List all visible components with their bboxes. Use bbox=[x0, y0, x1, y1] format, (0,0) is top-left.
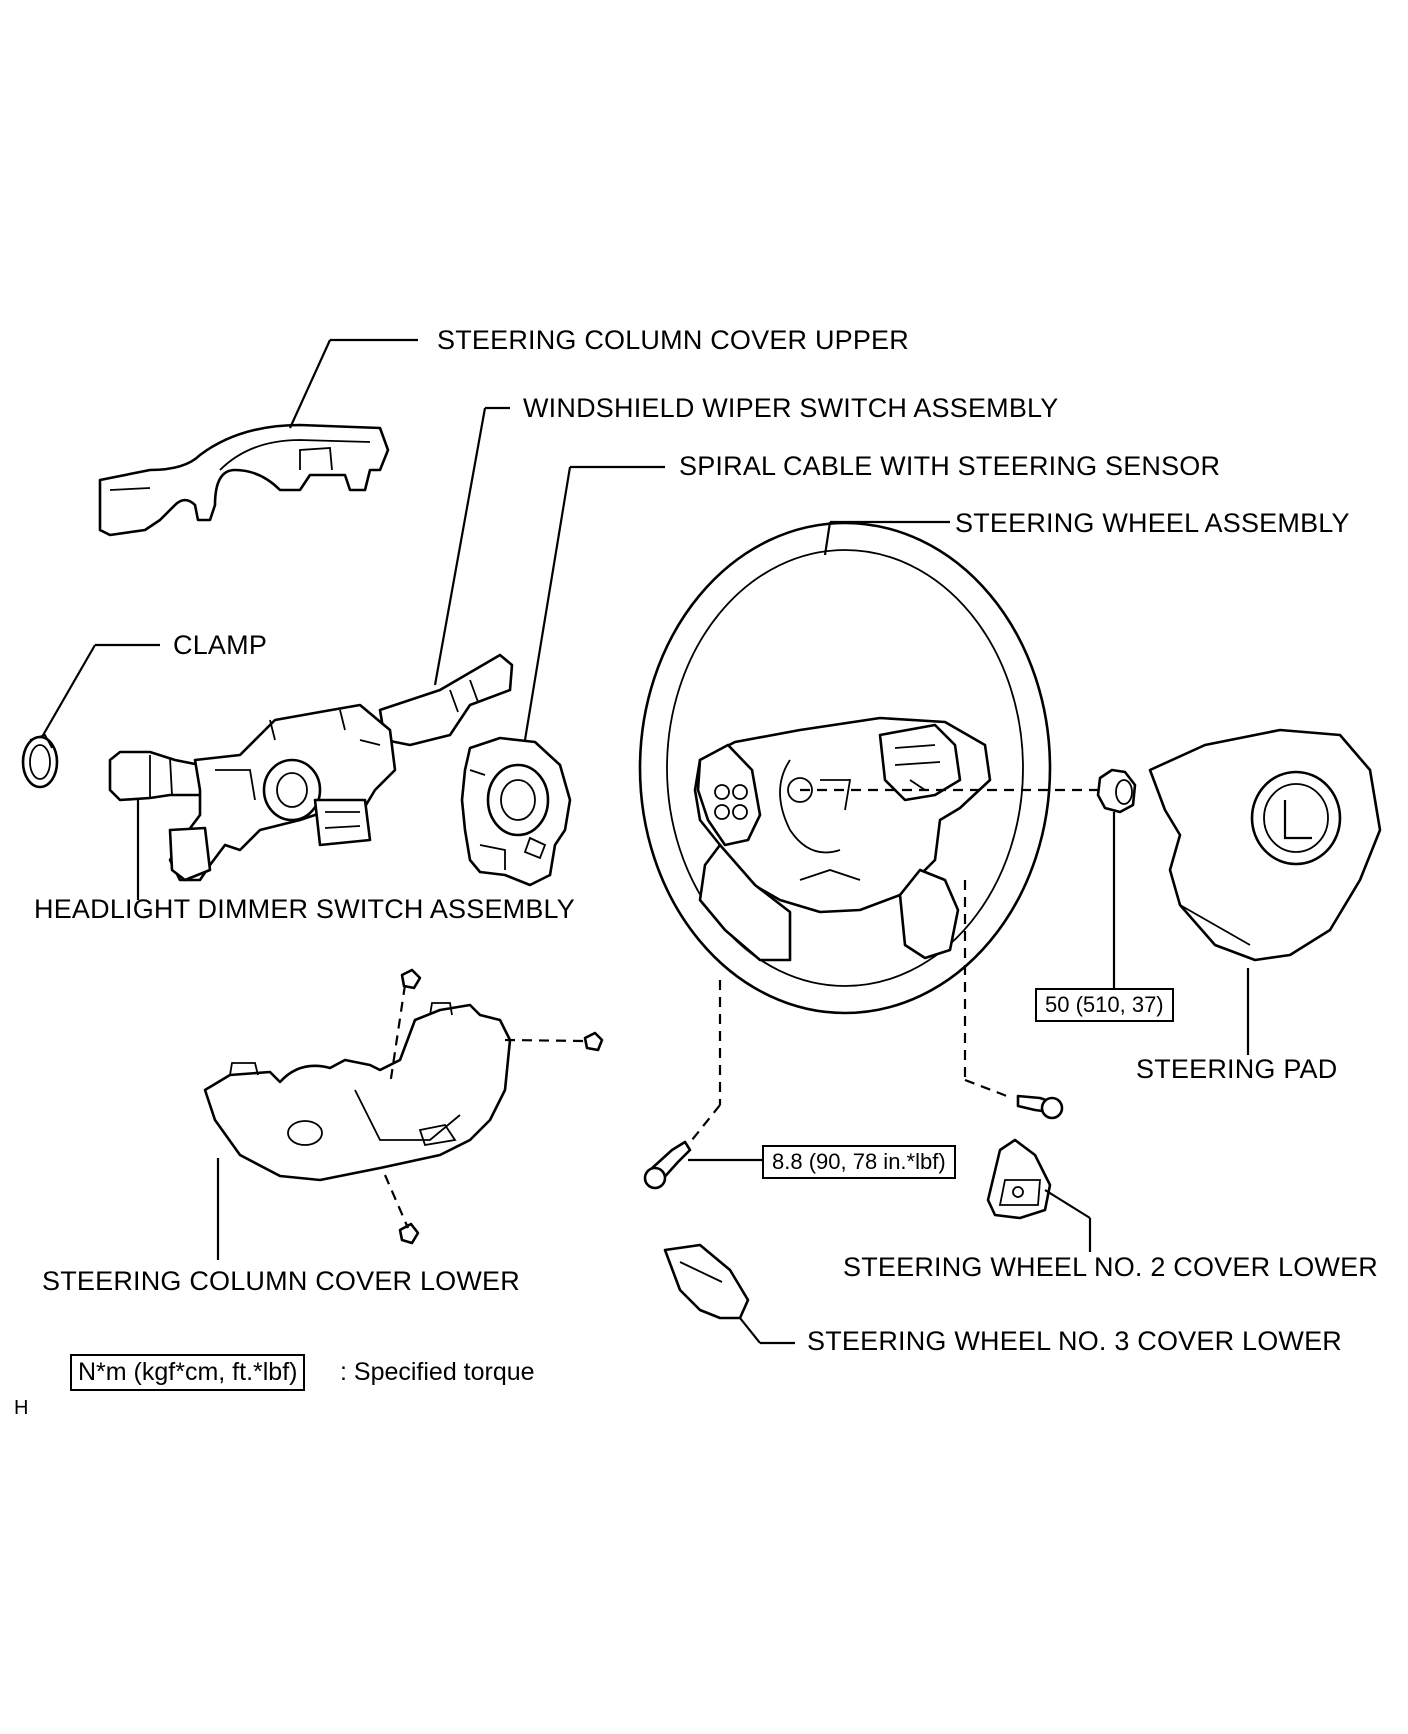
torque-box-nut: 50 (510, 37) bbox=[1035, 988, 1174, 1022]
label-headlight-switch: HEADLIGHT DIMMER SWITCH ASSEMBLY bbox=[34, 894, 575, 924]
label-column-cover-lower: STEERING COLUMN COVER LOWER bbox=[42, 1266, 520, 1296]
screw-lower-cover-bottom bbox=[398, 1222, 420, 1245]
nut-part bbox=[1096, 768, 1137, 814]
dash-wheel-screw-right-2 bbox=[964, 1078, 1013, 1100]
wheel-no2-cover-part bbox=[986, 1138, 1052, 1220]
label-steering-wheel: STEERING WHEEL ASSEMBLY bbox=[955, 508, 1350, 538]
corner-mark: H bbox=[14, 1397, 29, 1419]
wheel-screw-left bbox=[643, 1140, 692, 1190]
leader-steering-wheel-2 bbox=[823, 521, 832, 556]
dash-screw-right bbox=[504, 1038, 586, 1043]
torque-box-screw: 8.8 (90, 78 in.*lbf) bbox=[762, 1145, 956, 1179]
column-cover-lower-part bbox=[203, 1002, 512, 1182]
label-clamp: CLAMP bbox=[173, 630, 268, 660]
dash-wheel-screw-left-2 bbox=[687, 1104, 721, 1146]
dash-screw-bottom bbox=[383, 1174, 410, 1229]
legend-torque-unit: N*m (kgf*cm, ft.*lbf) bbox=[70, 1354, 306, 1391]
combination-switch-part bbox=[108, 653, 514, 882]
label-wheel-no2-cover: STEERING WHEEL NO. 2 COVER LOWER bbox=[843, 1252, 1378, 1282]
clamp-part bbox=[21, 733, 59, 789]
label-steering-pad: STEERING PAD bbox=[1136, 1054, 1338, 1084]
label-wheel-no3-cover: STEERING WHEEL NO. 3 COVER LOWER bbox=[807, 1326, 1342, 1356]
leader-wheel-no2-cover bbox=[1044, 1189, 1091, 1219]
leader-column-cover-upper-2 bbox=[288, 339, 332, 429]
screw-lower-cover-right bbox=[583, 1031, 604, 1052]
steering-wheel-part bbox=[638, 521, 1052, 1015]
wheel-no3-cover-part bbox=[663, 1243, 750, 1320]
steering-pad-part bbox=[1148, 728, 1382, 962]
wheel-screw-right bbox=[1016, 1094, 1064, 1120]
leader-clamp-2 bbox=[41, 644, 96, 738]
spiral-cable-part bbox=[460, 736, 572, 887]
legend-description: : Specified torque bbox=[340, 1358, 535, 1386]
label-spiral-cable: SPIRAL CABLE WITH STEERING SENSOR bbox=[679, 451, 1221, 481]
leader-wiper-switch-2 bbox=[433, 407, 487, 686]
leader-wheel-no3-cover bbox=[739, 1317, 761, 1344]
column-cover-upper-part bbox=[98, 423, 390, 537]
screw-lower-cover-top bbox=[400, 968, 422, 990]
label-wiper-switch: WINDSHIELD WIPER SWITCH ASSEMBLY bbox=[523, 393, 1059, 423]
label-column-cover-upper: STEERING COLUMN COVER UPPER bbox=[437, 325, 909, 355]
leader-spiral-cable-2 bbox=[523, 466, 572, 741]
